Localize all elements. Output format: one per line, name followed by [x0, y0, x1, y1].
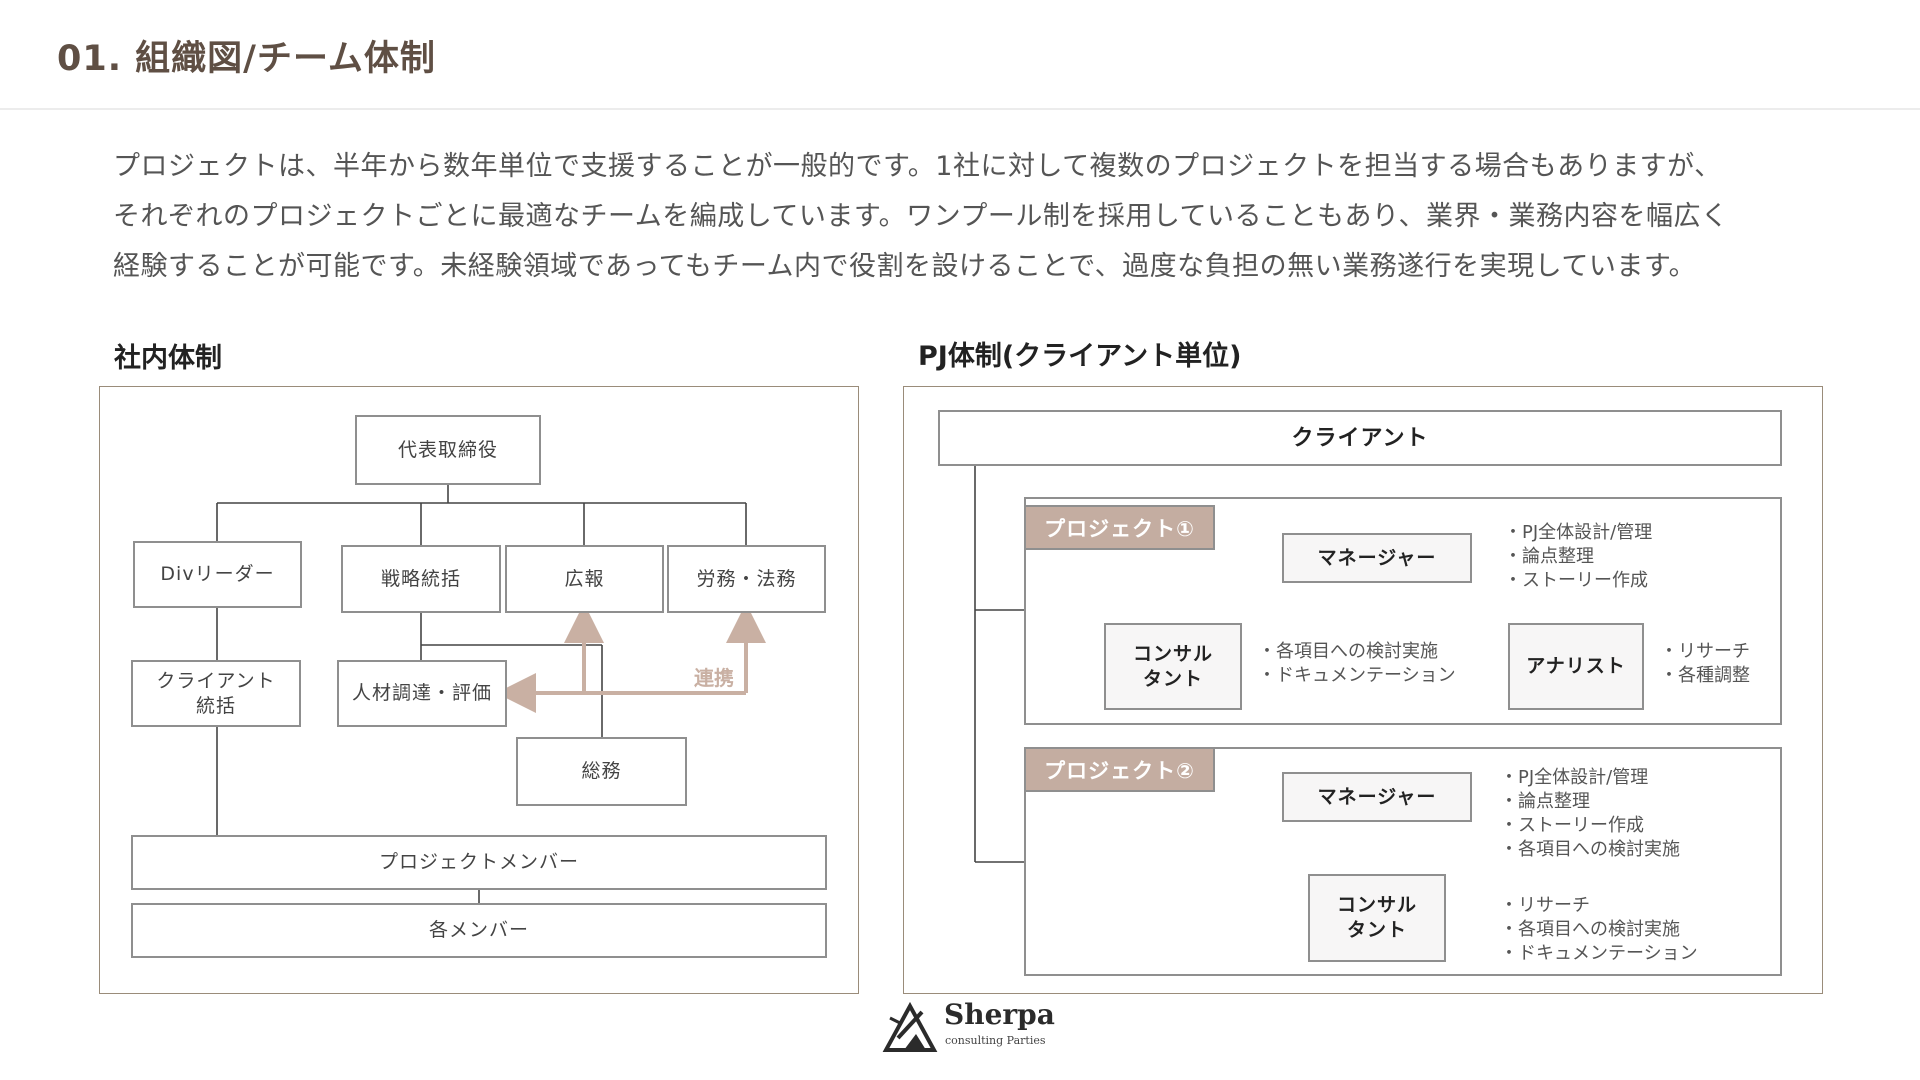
div-leader-label: Divリーダー	[160, 563, 275, 585]
project1-consultant-label-line2: タント	[1142, 667, 1203, 690]
project1-analyst-box: アナリスト	[1508, 623, 1644, 710]
project-members-label: プロジェクトメンバー	[378, 851, 579, 873]
logo-tagline: consulting Parties	[945, 1034, 1046, 1047]
project2-consultant-box: コンサル タント	[1308, 874, 1446, 962]
project-members-box: プロジェクトメンバー	[131, 835, 827, 890]
general-affairs-box: 総務	[516, 737, 687, 806]
ceo-label: 代表取締役	[397, 438, 498, 461]
intro-paragraph: プロジェクトは、半年から数年単位で支援することが一般的です。1社に対して複数のプ…	[113, 142, 1833, 292]
internal-structure-heading: 社内体制	[114, 343, 222, 374]
project2-manager-notes: ・PJ全体設計/管理 ・論点整理 ・ストーリー作成 ・各項目への検討実施	[1500, 766, 1680, 862]
general-affairs-label: 総務	[581, 760, 622, 782]
client-lead-box: クライアント 統括	[131, 660, 301, 727]
project1-consultant-label-line1: コンサル	[1132, 642, 1213, 665]
note-item: ・リサーチ	[1500, 895, 1590, 916]
project2-tag: プロジェクト②	[1024, 747, 1215, 792]
hr-box: 人材調達・評価	[337, 660, 507, 727]
note-item: ・ストーリー作成	[1504, 570, 1648, 591]
client-label: クライアント	[1291, 425, 1429, 451]
note-item: ・論点整理	[1504, 546, 1594, 567]
intro-line: それぞれのプロジェクトごとに最適なチームを編成しています。ワンプール制を採用して…	[113, 201, 1729, 232]
sherpa-logo-mark-icon	[880, 998, 942, 1054]
logo-wordmark: Sherpa	[944, 998, 1055, 1031]
project2-consultant-label-line2: タント	[1346, 919, 1407, 941]
project1-analyst-label: アナリスト	[1526, 655, 1626, 677]
project2-consultant-notes: ・リサーチ ・各項目への検討実施 ・ドキュメンテーション	[1500, 894, 1698, 966]
note-item: ・各項目への検討実施	[1500, 839, 1680, 860]
labor-legal-box: 労務・法務	[667, 545, 826, 613]
pr-box: 広報	[505, 545, 664, 613]
note-item: ・各項目への検討実施	[1500, 919, 1680, 940]
project2-consultant-label-line1: コンサル	[1336, 894, 1417, 916]
pr-label: 広報	[564, 567, 605, 590]
collaboration-label: 連携	[694, 666, 734, 690]
project1-manager-notes: ・PJ全体設計/管理 ・論点整理 ・ストーリー作成	[1504, 521, 1652, 593]
labor-legal-label: 労務・法務	[696, 567, 797, 590]
project1-manager-label: マネージャー	[1317, 546, 1437, 569]
client-lead-label-line1: クライアント	[156, 669, 276, 692]
project1-consultant-notes: ・各項目への検討実施 ・ドキュメンテーション	[1258, 640, 1456, 688]
header-divider	[0, 108, 1920, 110]
project1-consultant-box: コンサル タント	[1104, 623, 1242, 710]
pj-structure-heading: PJ体制(クライアント単位)	[918, 341, 1242, 372]
note-item: ・リサーチ	[1660, 641, 1750, 662]
project1-manager-box: マネージャー	[1282, 533, 1472, 583]
note-item: ・各項目への検討実施	[1258, 641, 1438, 662]
note-item: ・各種調整	[1660, 665, 1750, 686]
page-title: 01. 組織図/チーム体制	[57, 39, 436, 79]
note-item: ・PJ全体設計/管理	[1504, 522, 1653, 543]
project2-manager-label: マネージャー	[1317, 785, 1437, 808]
note-item: ・ドキュメンテーション	[1258, 665, 1456, 686]
strategy-box: 戦略統括	[341, 545, 501, 613]
client-box: クライアント	[938, 410, 1782, 466]
project2-manager-box: マネージャー	[1282, 772, 1472, 822]
note-item: ・PJ全体設計/管理	[1500, 767, 1649, 788]
each-member-label: 各メンバー	[428, 919, 529, 941]
intro-line: 経験することが可能です。未経験領域であってもチーム内で役割を設けることで、過度な…	[113, 251, 1697, 282]
project1-analyst-notes: ・リサーチ ・各種調整	[1660, 640, 1750, 688]
strategy-label: 戦略統括	[380, 567, 461, 590]
note-item: ・論点整理	[1500, 791, 1590, 812]
client-lead-label-line2: 統括	[195, 694, 236, 717]
hr-label: 人材調達・評価	[351, 682, 492, 704]
div-leader-box: Divリーダー	[133, 541, 302, 608]
note-item: ・ドキュメンテーション	[1500, 943, 1698, 964]
each-member-box: 各メンバー	[131, 903, 827, 958]
note-item: ・ストーリー作成	[1500, 815, 1644, 836]
project1-tag: プロジェクト①	[1024, 505, 1215, 550]
intro-line: プロジェクトは、半年から数年単位で支援することが一般的です。1社に対して複数のプ…	[113, 151, 1722, 182]
ceo-box: 代表取締役	[355, 415, 541, 485]
